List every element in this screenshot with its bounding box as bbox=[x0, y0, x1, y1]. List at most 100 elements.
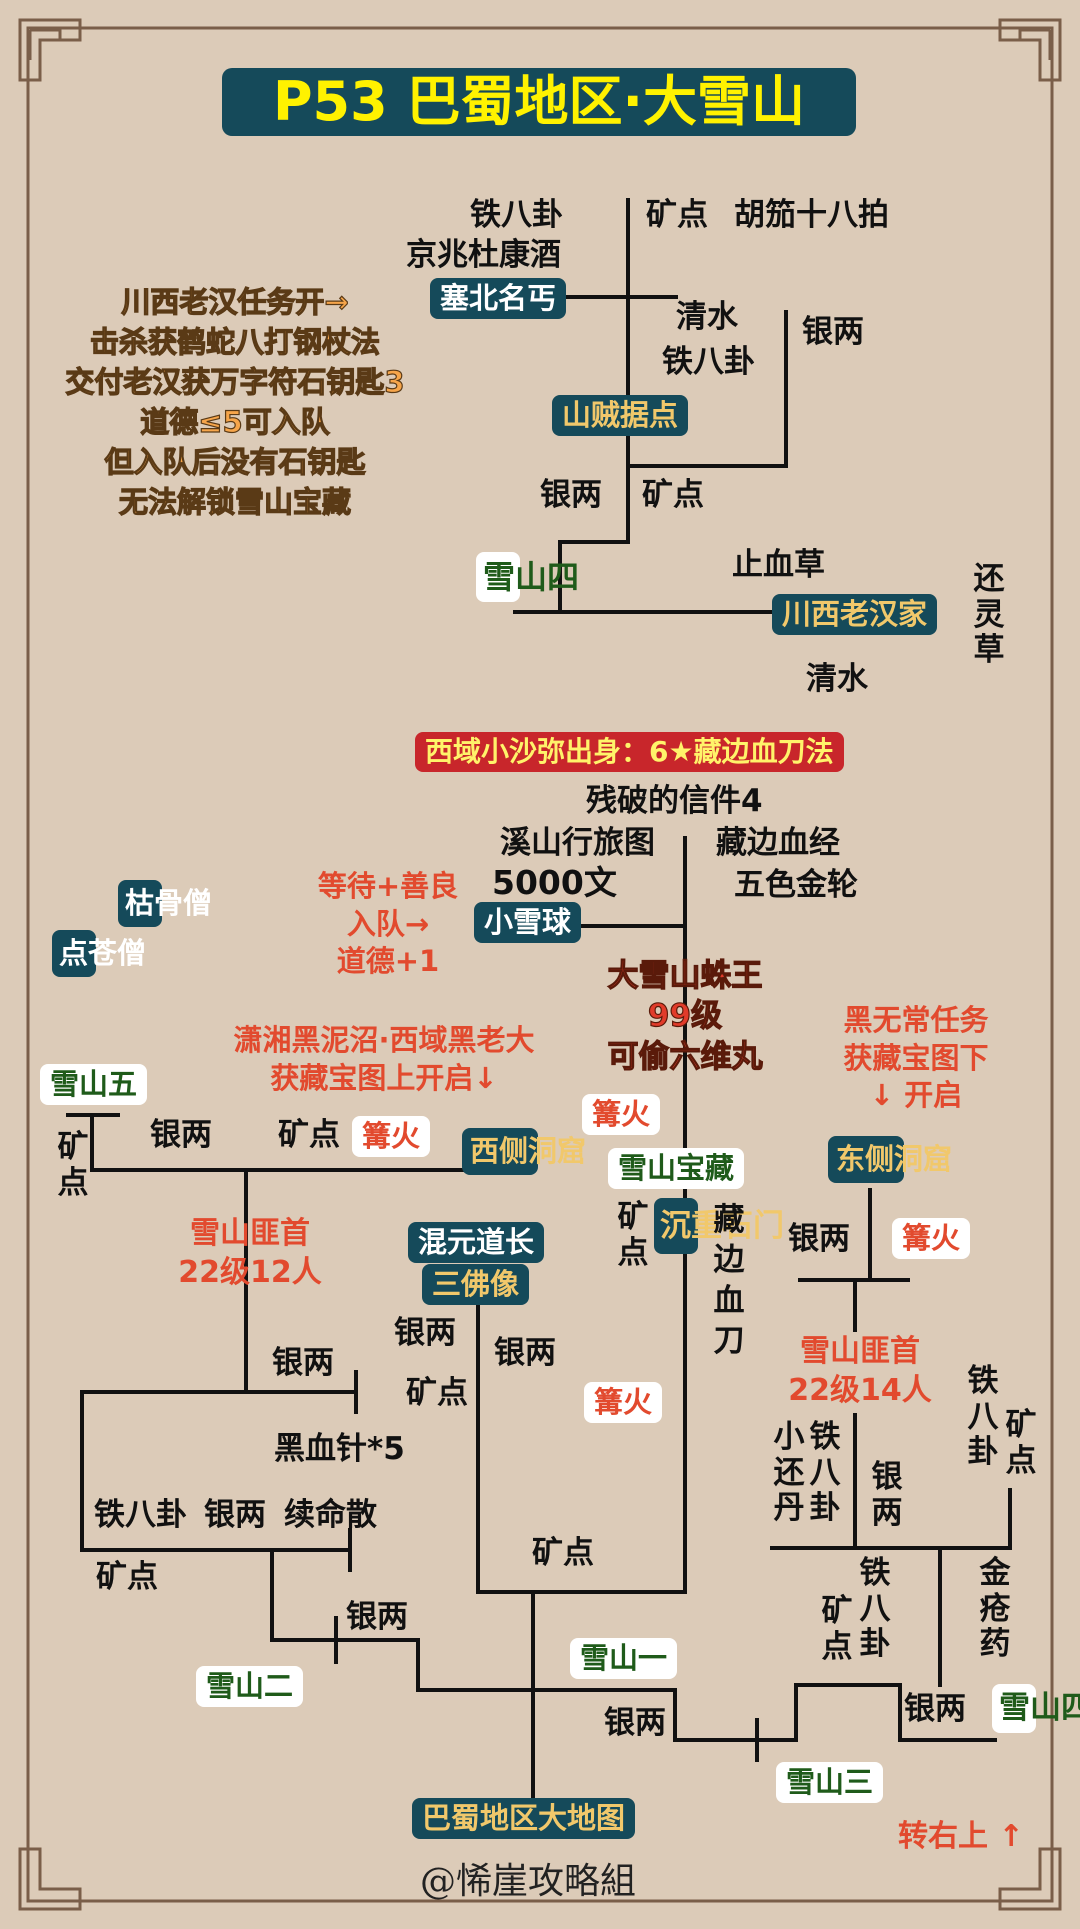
black-swamp-line: 潇湘黑泥沼·西域黑老大 bbox=[233, 1023, 535, 1057]
monk-origin-banner: 西域小沙弥出身：6★藏边血刀法 bbox=[415, 732, 844, 772]
world-map-tag: 巴蜀地区大地图 bbox=[412, 1798, 636, 1839]
mine-label: 矿点 bbox=[642, 477, 704, 513]
chuanxi-home-tag: 川西老汉家 bbox=[772, 594, 938, 635]
recruit-note-line: 道德+1 bbox=[336, 944, 440, 979]
black-swamp-line: 获藏宝图上开启↓ bbox=[270, 1060, 498, 1095]
tie-bagua-label: 铁八卦 bbox=[662, 344, 755, 380]
east-bandit-note: 雪山匪首 22级14人 bbox=[770, 1332, 950, 1410]
mine-label: 矿点 bbox=[57, 1129, 89, 1201]
heiwuchang-line: ↓ 开启 bbox=[869, 1078, 963, 1113]
silver-label: 银两 bbox=[494, 1335, 556, 1371]
silver-label: 银两 bbox=[272, 1345, 334, 1381]
zangbian-sutra-label: 藏边血经 bbox=[716, 825, 840, 861]
silver-label: 银两 bbox=[788, 1221, 850, 1257]
spider-king-line: 可偷六维丸 bbox=[607, 1038, 763, 1075]
mine-label: 矿点 bbox=[821, 1593, 853, 1665]
zhixue-herb-label: 止血草 bbox=[732, 547, 825, 583]
huanling-herb-label: 还灵草 bbox=[973, 561, 1005, 669]
silver-label: 银两 bbox=[346, 1599, 408, 1635]
silver-label: 银两 bbox=[904, 1691, 966, 1727]
heiwuchang-line: 黑无常任务 bbox=[843, 1003, 989, 1037]
snow-mountain-3-tag: 雪山三 bbox=[776, 1762, 884, 1803]
xuming-powder-label: 续命散 bbox=[284, 1497, 377, 1533]
snow-mountain-4-tag: 雪山四 bbox=[476, 552, 579, 603]
black-swamp-note: 潇湘黑泥沼·西域黑老大 获藏宝图上开启↓ bbox=[194, 1022, 574, 1097]
silver-label: 银两 bbox=[802, 314, 864, 350]
snow-mountain-1-tag: 雪山一 bbox=[570, 1638, 678, 1679]
spider-king-note: 大雪山蛛王 99级 可偷六维丸 bbox=[580, 956, 790, 1077]
silver-label: 银两 bbox=[604, 1705, 666, 1741]
bonfire-tag: 篝火 bbox=[352, 1116, 431, 1157]
quest-note-line: 交付老汉获万字符石钥匙3 bbox=[65, 364, 405, 400]
west-cave-tag: 西侧洞窟 bbox=[462, 1128, 586, 1175]
coins-label: 5000文 bbox=[492, 863, 617, 902]
bonfire-tag: 篝火 bbox=[582, 1094, 661, 1135]
bandit-line: 22级14人 bbox=[788, 1373, 932, 1408]
quest-note: 川西老汉任务开→ 击杀获鹤蛇八打钢杖法 交付老汉获万字符石钥匙3 道德≤5可入队… bbox=[40, 282, 430, 522]
credit-signature: @悕崖攻略組 bbox=[420, 1861, 637, 1902]
kugu-monk-tag: 枯骨僧 bbox=[118, 880, 212, 927]
heavy-stone-door-tag: 沉重石门 bbox=[654, 1198, 784, 1255]
tie-bagua-label: 铁八卦 bbox=[967, 1363, 999, 1471]
tie-bagua-label: 铁八卦 bbox=[809, 1419, 841, 1527]
page-title: P53 巴蜀地区·大雪山 bbox=[222, 68, 856, 136]
tie-bagua-label: 铁八卦 bbox=[859, 1555, 891, 1663]
mine-label: 矿点 bbox=[532, 1535, 594, 1571]
broken-letter-label: 残破的信件4 bbox=[586, 783, 763, 819]
quest-note-line: 川西老汉任务开→ bbox=[121, 284, 350, 319]
qingshui-label: 清水 bbox=[676, 299, 738, 335]
recruit-note: 等待+善良 入队→ 道德+1 bbox=[300, 868, 476, 981]
snow-mountain-5-tag: 雪山五 bbox=[40, 1064, 148, 1105]
wuse-wheel-label: 五色金轮 bbox=[734, 867, 858, 903]
mine-label: 矿点 bbox=[96, 1559, 158, 1595]
mine-label: 矿点 bbox=[278, 1117, 340, 1153]
little-snowball-tag: 小雪球 bbox=[474, 902, 582, 943]
xishan-map-label: 溪山行旅图 bbox=[500, 825, 655, 861]
silver-label: 银两 bbox=[150, 1117, 212, 1153]
quest-note-line: 但入队后没有石钥匙 bbox=[104, 444, 366, 480]
silver-label: 银两 bbox=[540, 477, 602, 513]
bandit-camp-tag: 山贼据点 bbox=[552, 395, 689, 436]
qingshui-label: 清水 bbox=[806, 661, 868, 697]
bandit-line: 22级12人 bbox=[178, 1255, 322, 1290]
snow-mountain-2-tag: 雪山二 bbox=[196, 1666, 304, 1707]
quest-note-line: 击杀获鹤蛇八打钢杖法 bbox=[89, 324, 380, 360]
tie-bagua-label: 铁八卦 bbox=[94, 1497, 187, 1533]
bandit-line: 雪山匪首 bbox=[800, 1334, 920, 1369]
west-bandit-note: 雪山匪首 22级12人 bbox=[150, 1214, 350, 1292]
quest-note-line: 无法解锁雪山宝藏 bbox=[118, 484, 351, 520]
recruit-note-line: 入队→ bbox=[346, 906, 430, 941]
silver-label: 银两 bbox=[204, 1497, 266, 1533]
heiwuchang-note: 黑无常任务 获藏宝图下 ↓ 开启 bbox=[826, 1002, 1006, 1115]
east-cave-tag: 东侧洞窟 bbox=[828, 1136, 952, 1183]
spider-king-line: 99级 bbox=[647, 998, 723, 1035]
mine-label: 矿点 bbox=[406, 1375, 468, 1411]
recruit-note-line: 等待+善良 bbox=[317, 869, 459, 903]
diancang-monk-tag: 点苍僧 bbox=[52, 930, 146, 977]
black-needle-label: 黑血针*5 bbox=[274, 1431, 405, 1467]
tie-bagua-label: 铁八卦 bbox=[470, 197, 563, 233]
bonfire-tag: 篝火 bbox=[892, 1218, 971, 1259]
heiwuchang-line: 获藏宝图下 bbox=[843, 1040, 989, 1075]
saibei-beggar-tag: 塞北名丐 bbox=[430, 278, 567, 319]
treasure-tag: 雪山宝藏 bbox=[608, 1148, 745, 1189]
turn-right-hint: 转右上 ↑ bbox=[898, 1819, 1024, 1854]
small-pill-label: 小还丹 bbox=[773, 1419, 805, 1527]
mine-label: 矿点 bbox=[1005, 1407, 1037, 1479]
hunyuan-daoist-tag: 混元道长 bbox=[408, 1222, 545, 1263]
jingzhao-wine-label: 京兆杜康酒 bbox=[406, 237, 561, 273]
huqie-song-label: 胡笳十八拍 bbox=[734, 197, 889, 233]
three-buddha-tag: 三佛像 bbox=[422, 1264, 530, 1305]
bandit-line: 雪山匪首 bbox=[190, 1216, 310, 1251]
bonfire-tag: 篝火 bbox=[584, 1382, 663, 1423]
silver-label: 银两 bbox=[394, 1315, 456, 1351]
snow-mountain-4-tag: 雪山四 bbox=[992, 1684, 1080, 1734]
zangbian-blade-label: 藏边血刀 bbox=[713, 1202, 745, 1359]
jinchuang-label: 金疮药 bbox=[979, 1555, 1011, 1663]
quest-note-line: 道德≤5可入队 bbox=[140, 404, 331, 440]
mine-label: 矿点 bbox=[646, 197, 708, 233]
mine-label: 矿点 bbox=[617, 1199, 649, 1271]
spider-king-line: 大雪山蛛王 bbox=[607, 957, 763, 994]
silver-label: 银两 bbox=[871, 1459, 903, 1531]
